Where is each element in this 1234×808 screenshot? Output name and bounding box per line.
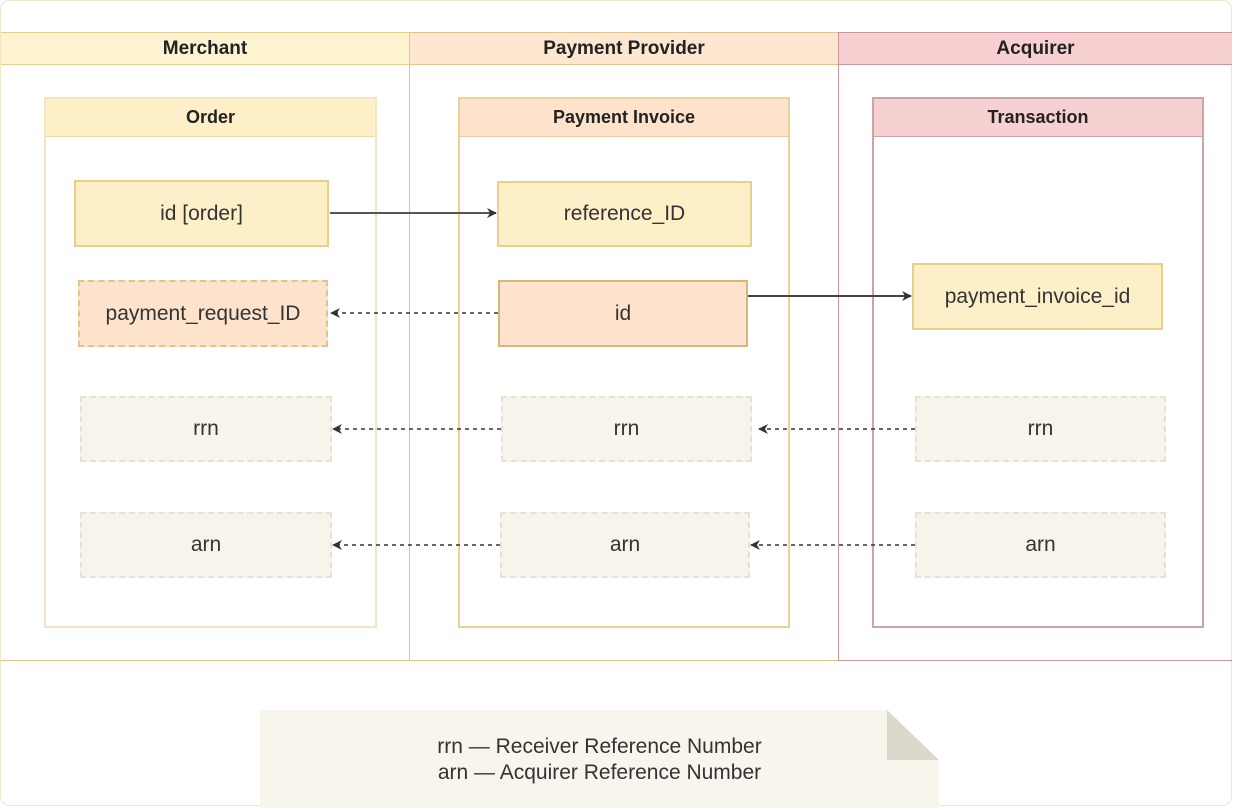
- field-reference-id: reference_ID: [497, 181, 752, 247]
- field-rrn: rrn: [80, 396, 332, 462]
- field-payment-invoice-id: payment_invoice_id: [912, 263, 1163, 330]
- field-payment-request-id: payment_request_ID: [78, 280, 328, 347]
- field-rrn: rrn: [501, 396, 752, 462]
- lane-bottom-border: [1, 660, 838, 661]
- lane-divider: [838, 32, 839, 661]
- field-invoice-id: id: [498, 280, 748, 347]
- lane-header-merchant: Merchant: [1, 32, 409, 65]
- container-title: Order: [46, 99, 375, 137]
- legend-line-arn: arn — Acquirer Reference Number: [437, 761, 762, 784]
- field-rrn: rrn: [915, 396, 1166, 462]
- field-arn: arn: [500, 512, 750, 578]
- lane-title: Acquirer: [996, 37, 1075, 59]
- lane-bottom-border: [839, 660, 1232, 661]
- lane-header-acquirer: Acquirer: [839, 32, 1232, 65]
- container-title: Transaction: [874, 99, 1202, 137]
- lane-title: Merchant: [162, 37, 248, 59]
- field-order-id: id [order]: [74, 180, 329, 247]
- lane-title: Payment Provider: [543, 37, 705, 59]
- legend-note: [260, 710, 939, 808]
- lane-divider: [409, 32, 410, 661]
- field-arn: arn: [915, 512, 1166, 578]
- legend-line-rrn: rrn — Receiver Reference Number: [437, 735, 762, 758]
- field-arn: arn: [80, 512, 332, 578]
- legend-text: rrn — Receiver Reference Number arn — Ac…: [260, 734, 939, 786]
- lane-header-payment-provider: Payment Provider: [410, 32, 838, 65]
- container-title: Payment Invoice: [460, 99, 788, 137]
